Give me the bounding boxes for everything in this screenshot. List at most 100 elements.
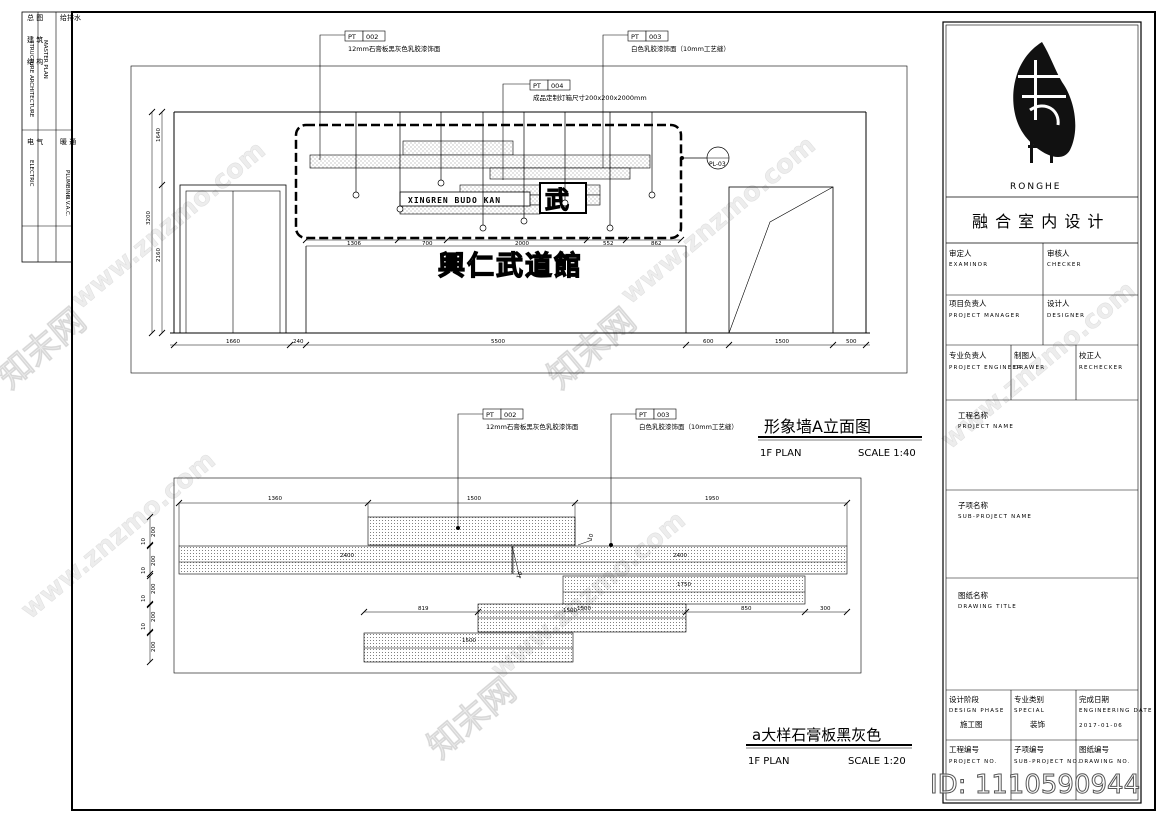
- dt-dim-mid-3: 300: [820, 606, 831, 612]
- title-block: RONGHE 融 合 室 内 设 计 审定人 审核人 项目负责人 设计人 专业负…: [942, 21, 1153, 804]
- lightbox-outline: [294, 123, 683, 240]
- watermarks: 知末网 www.znzmo.com 知末网 www.znzmo.com www.…: [0, 130, 1142, 767]
- dt-tag2-desc: 白色乳胶漆饰面（10mm工艺缝）: [639, 422, 738, 431]
- el-tag2-desc: 白色乳胶漆饰面（10mm工艺缝）: [631, 44, 730, 53]
- strip-hvac-en: H.V.A.C.: [64, 195, 70, 217]
- el-tag3-num: 004: [551, 82, 563, 90]
- dim-tick: [158, 181, 166, 189]
- dt-small-1: 10: [516, 571, 524, 580]
- el-dim-left-1: 3200: [146, 211, 152, 225]
- tb-sno-en: SUB-PROJECT NO.: [1014, 759, 1081, 765]
- dt-dim-mid-0: 819: [418, 606, 429, 612]
- dim-tick: [801, 608, 809, 616]
- dim-tick: [146, 513, 154, 521]
- dt-dim-left-2: 200: [151, 555, 157, 566]
- elevation-a: XINGREN BUDO KAN 武 興仁武道館 PL-03 PT 00: [130, 30, 922, 459]
- svg-text:武: 武: [545, 186, 569, 214]
- el-dim-top-2: 2000: [515, 241, 529, 247]
- tb-sno-cn: 子项编号: [1014, 744, 1044, 754]
- strip-elec-cn: 电 气: [27, 137, 43, 146]
- tb-rechecker-cn: 校正人: [1079, 350, 1102, 360]
- strip-master-cn: 总 图: [27, 13, 43, 22]
- tb-pe-cn: 专业负责人: [949, 350, 987, 360]
- dim-tick: [302, 341, 310, 349]
- tb-dno-en: DRAWING NO.: [1079, 759, 1131, 765]
- dim-tick: [571, 499, 579, 507]
- tb-title-en: DRAWING TITLE: [958, 604, 1017, 610]
- dim-tick: [360, 608, 368, 616]
- board-1500-top: [367, 516, 576, 546]
- tb-drawer-cn: 制图人: [1014, 350, 1037, 360]
- tb-pno-en: PROJECT NO.: [949, 759, 998, 765]
- strip-hvac-cn: 暖 通: [60, 137, 76, 146]
- el-dim-bot-2: 5500: [491, 339, 505, 345]
- dim-tick: [146, 658, 154, 666]
- watermark-site: 知末网: [0, 301, 94, 397]
- discipline-strip: 总 图 建 筑 结 构 电 气 给排水 暖 通 MASTER PLAN ARCH…: [21, 11, 81, 263]
- tb-pm-cn: 项目负责人: [949, 298, 987, 308]
- dim-tick: [725, 341, 733, 349]
- watermark-id: ID: 1110590944: [930, 770, 1140, 800]
- strip-arch-cn: 建 筑: [27, 35, 43, 44]
- board-1500-bot: [363, 632, 574, 663]
- dim-tick: [175, 499, 183, 507]
- door: [179, 184, 287, 334]
- tb-checker-cn: 审核人: [1047, 248, 1070, 258]
- dim-tick: [364, 499, 372, 507]
- dt-dim-left-5: 10: [141, 595, 147, 602]
- detail-a: 2400 2400 1750 1500 1500 PT 002 12mm石膏板黑…: [141, 408, 912, 767]
- elevation-title: 形象墙A立面图: [764, 417, 871, 436]
- dt-dim-top-1: 1500: [467, 496, 481, 502]
- tb-checker-en: CHECKER: [1047, 262, 1082, 268]
- dt-tag2-num: 003: [657, 411, 669, 419]
- tb-sub-en: SUB-PROJECT NAME: [958, 514, 1032, 520]
- watermark-site-url: www.znzmo.com: [65, 135, 271, 315]
- tb-date-en: ENGINEERING DATE: [1079, 708, 1153, 714]
- el-tag3-desc: 成品定制灯箱尺寸200x200x2000mm: [533, 93, 647, 102]
- elevation-scale: SCALE 1:40: [858, 448, 916, 459]
- dim-tick: [146, 628, 154, 636]
- dim-tick: [146, 541, 154, 549]
- board-label-1: 2400: [673, 553, 687, 559]
- board-label-0: 2400: [340, 553, 354, 559]
- strip-arch-en: ARCHITECTURE: [28, 75, 34, 118]
- el-dim-top-0: 1306: [347, 241, 361, 247]
- company-name: 融 合 室 内 设 计: [972, 212, 1104, 231]
- el-tag1-desc: 12mm石膏板黑灰色乳胶漆饰面: [348, 44, 441, 53]
- dim-tick: [158, 329, 166, 337]
- dt-dim-left-0: 200: [151, 526, 157, 537]
- dim-tick: [170, 341, 178, 349]
- dim-tick: [146, 572, 154, 580]
- tb-stage-val: 施工图: [960, 719, 983, 729]
- elevation-dims: [151, 112, 870, 346]
- board-label-2: 1750: [677, 582, 691, 588]
- tb-rechecker-en: RECHECKER: [1079, 365, 1123, 371]
- dim-tick: [622, 236, 630, 244]
- dt-tag1-desc: 12mm石膏板黑灰色乳胶漆饰面: [486, 422, 579, 431]
- el-dim-bot-3: 600: [703, 339, 714, 345]
- dt-tag1-code: PT: [486, 411, 494, 419]
- callout-pl03: PL-03: [680, 146, 730, 170]
- strip-struct-en: STRUCTURE: [28, 40, 34, 74]
- tb-pe-en: PROJECT ENGINEER: [949, 365, 1022, 371]
- dim-tick: [146, 570, 154, 578]
- watermark-site-url-3: www.znzmo.com: [15, 445, 221, 625]
- dt-dim-top-0: 1360: [268, 496, 282, 502]
- elevation-plan: 1F PLAN: [760, 448, 801, 459]
- tb-sub-cn: 子项名称: [958, 500, 988, 510]
- dim-tick: [829, 341, 837, 349]
- sign: XINGREN BUDO KAN 武: [399, 182, 587, 215]
- dim-tick: [843, 499, 851, 507]
- detail-plan: 1F PLAN: [748, 756, 789, 767]
- el-dim-top-4: 862: [651, 241, 662, 247]
- el-dim-bot-5: 500: [846, 339, 857, 345]
- dt-tag1-num: 002: [504, 411, 516, 419]
- board-1750: [562, 575, 806, 605]
- dim-tick: [286, 341, 294, 349]
- el-dim-bot-4: 1500: [775, 339, 789, 345]
- dim-tick: [677, 236, 685, 244]
- strip-plumb-en: PLUMBING: [64, 170, 70, 199]
- tb-special-en: SPECIAL: [1014, 708, 1045, 714]
- el-tag3-code: PT: [533, 82, 541, 90]
- sign-en: XINGREN BUDO KAN: [408, 196, 501, 205]
